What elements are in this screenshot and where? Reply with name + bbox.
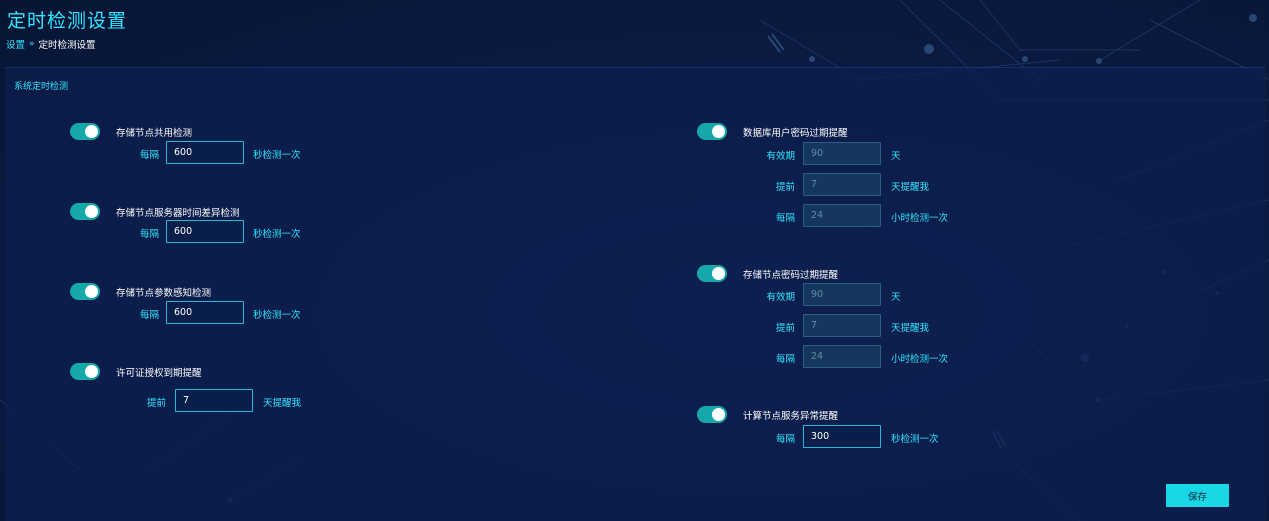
row-suffix-days-remind: 天提醒我 (891, 323, 930, 334)
item-title-compute-node-service-alert: 计算节点服务异常提醒 (743, 411, 839, 422)
breadcrumb-current: 定时检测设置 (38, 40, 96, 51)
row-label-interval: 每隔 (775, 354, 795, 365)
page-title: 定时检测设置 (7, 10, 128, 32)
interval-input-storage-node-password[interactable] (803, 345, 881, 368)
toggle-compute-node-service-alert[interactable] (697, 406, 727, 423)
validity-input-storage-node-password[interactable] (803, 283, 881, 306)
item-title-storage-node-time-diff-check: 存储节点服务器时间差异检测 (116, 208, 240, 219)
toggle-knob (85, 285, 98, 298)
row-label-validity: 有效期 (766, 151, 795, 162)
row-suffix-seconds: 秒检测一次 (891, 434, 939, 445)
toggle-storage-node-param-check[interactable] (70, 283, 100, 300)
toggle-license-expiry-reminder[interactable] (70, 363, 100, 380)
row-label-interval: 每隔 (139, 229, 159, 240)
toggle-knob (85, 205, 98, 218)
item-title-storage-node-password-expiry: 存储节点密码过期提醒 (743, 270, 839, 281)
breadcrumb-link-settings[interactable]: 设置 (6, 40, 26, 51)
toggle-storage-node-time-diff-check[interactable] (70, 203, 100, 220)
toggle-knob (712, 408, 725, 421)
interval-input-compute-node-service[interactable] (803, 425, 881, 448)
row-suffix-seconds: 秒检测一次 (253, 310, 301, 321)
panel-title: 系统定时检测 (14, 82, 69, 92)
row-label-interval: 每隔 (775, 213, 795, 224)
row-label-advance: 提前 (146, 398, 166, 409)
row-suffix-days-remind: 天提醒我 (263, 398, 302, 409)
validity-input-db-user-password[interactable] (803, 142, 881, 165)
advance-input-db-user-password[interactable] (803, 173, 881, 196)
breadcrumb: 设置 » 定时检测设置 (6, 37, 96, 51)
item-title-storage-node-shared-check: 存储节点共用检测 (116, 128, 193, 139)
toggle-storage-node-password-expiry[interactable] (697, 265, 727, 282)
toggle-knob (712, 267, 725, 280)
row-label-advance: 提前 (775, 182, 795, 193)
row-label-interval: 每隔 (139, 150, 159, 161)
row-suffix-days: 天 (891, 292, 901, 303)
item-title-license-expiry-reminder: 许可证授权到期提醒 (116, 368, 202, 379)
settings-panel: 系统定时检测 存储节点共用检测 每隔 秒检测一次 存储节点服务器时间差异检测 每… (5, 67, 1265, 521)
toggle-storage-node-shared-check[interactable] (70, 123, 100, 140)
row-label-validity: 有效期 (766, 292, 795, 303)
toggle-knob (712, 125, 725, 138)
row-suffix-seconds: 秒检测一次 (253, 229, 301, 240)
toggle-db-user-password-expiry[interactable] (697, 123, 727, 140)
row-label-interval: 每隔 (775, 434, 795, 445)
advance-input-storage-node-password[interactable] (803, 314, 881, 337)
row-suffix-days-remind: 天提醒我 (891, 182, 930, 193)
interval-input-storage-node-time-diff-check[interactable] (166, 220, 244, 243)
item-title-db-user-password-expiry: 数据库用户密码过期提醒 (743, 128, 848, 139)
save-button[interactable]: 保存 (1166, 484, 1229, 507)
interval-input-storage-node-param-check[interactable] (166, 301, 244, 324)
row-label-advance: 提前 (775, 323, 795, 334)
advance-days-input-license-expiry[interactable] (175, 389, 253, 412)
item-title-storage-node-param-check: 存储节点参数感知检测 (116, 288, 212, 299)
toggle-knob (85, 125, 98, 138)
interval-input-storage-node-shared-check[interactable] (166, 141, 244, 164)
interval-input-db-user-password[interactable] (803, 204, 881, 227)
row-label-interval: 每隔 (139, 310, 159, 321)
row-suffix-hours: 小时检测一次 (891, 354, 949, 365)
row-suffix-seconds: 秒检测一次 (253, 150, 301, 161)
row-suffix-hours: 小时检测一次 (891, 213, 949, 224)
row-suffix-days: 天 (891, 151, 901, 162)
breadcrumb-separator-icon: » (29, 39, 35, 49)
toggle-knob (85, 365, 98, 378)
